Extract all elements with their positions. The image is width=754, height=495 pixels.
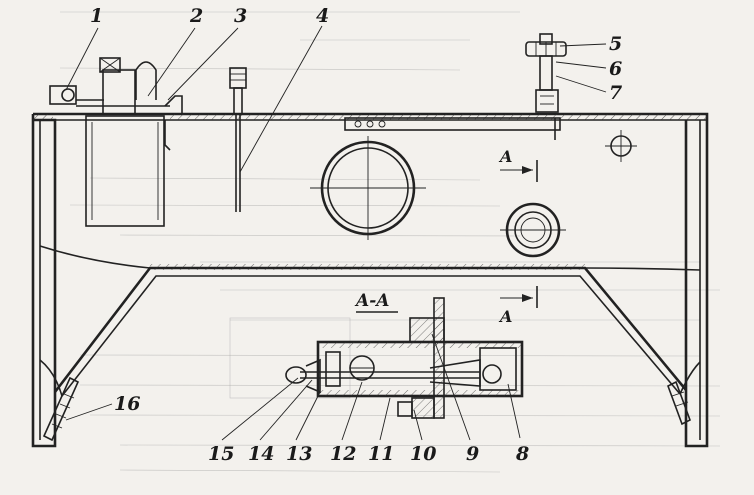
callout-7: 7	[609, 82, 622, 104]
tank-body	[31, 112, 709, 448]
callout-2: 2	[189, 5, 203, 27]
fitting-opening	[500, 202, 566, 258]
drain-valve	[42, 376, 691, 442]
rod-bar	[344, 117, 561, 140]
valve-assembly	[525, 33, 567, 113]
section-arrows	[500, 160, 538, 308]
callout-8: 8	[515, 443, 529, 465]
callout-14: 14	[248, 443, 274, 465]
pipe-opening	[310, 136, 426, 240]
callout-15: 15	[208, 443, 234, 465]
callout-10: 10	[410, 443, 436, 465]
callout-6: 6	[609, 58, 622, 80]
dipstick	[229, 67, 247, 212]
background-bleed-through	[59, 11, 721, 473]
section-arrow-label-bottom: A	[498, 307, 512, 326]
callout-3: 3	[234, 5, 247, 27]
callout-1: 1	[90, 5, 103, 27]
callout-13: 13	[286, 443, 312, 465]
callout-5: 5	[609, 33, 622, 55]
center-mark	[605, 130, 637, 162]
callout-12: 12	[330, 443, 356, 465]
filter-cylinder	[49, 57, 183, 227]
callout-9: 9	[466, 443, 479, 465]
section-arrow-label-top: A	[498, 147, 512, 166]
callout-labels: 1 2 3 4 5 6 7 8 9 10 11 12 13 14 15 16 A…	[90, 5, 622, 465]
callout-11: 11	[368, 443, 394, 465]
section-label: A-A	[354, 291, 389, 311]
callout-16: 16	[114, 393, 140, 415]
section-detail	[285, 297, 524, 419]
callout-4: 4	[316, 5, 329, 27]
leader-lines	[65, 25, 607, 441]
